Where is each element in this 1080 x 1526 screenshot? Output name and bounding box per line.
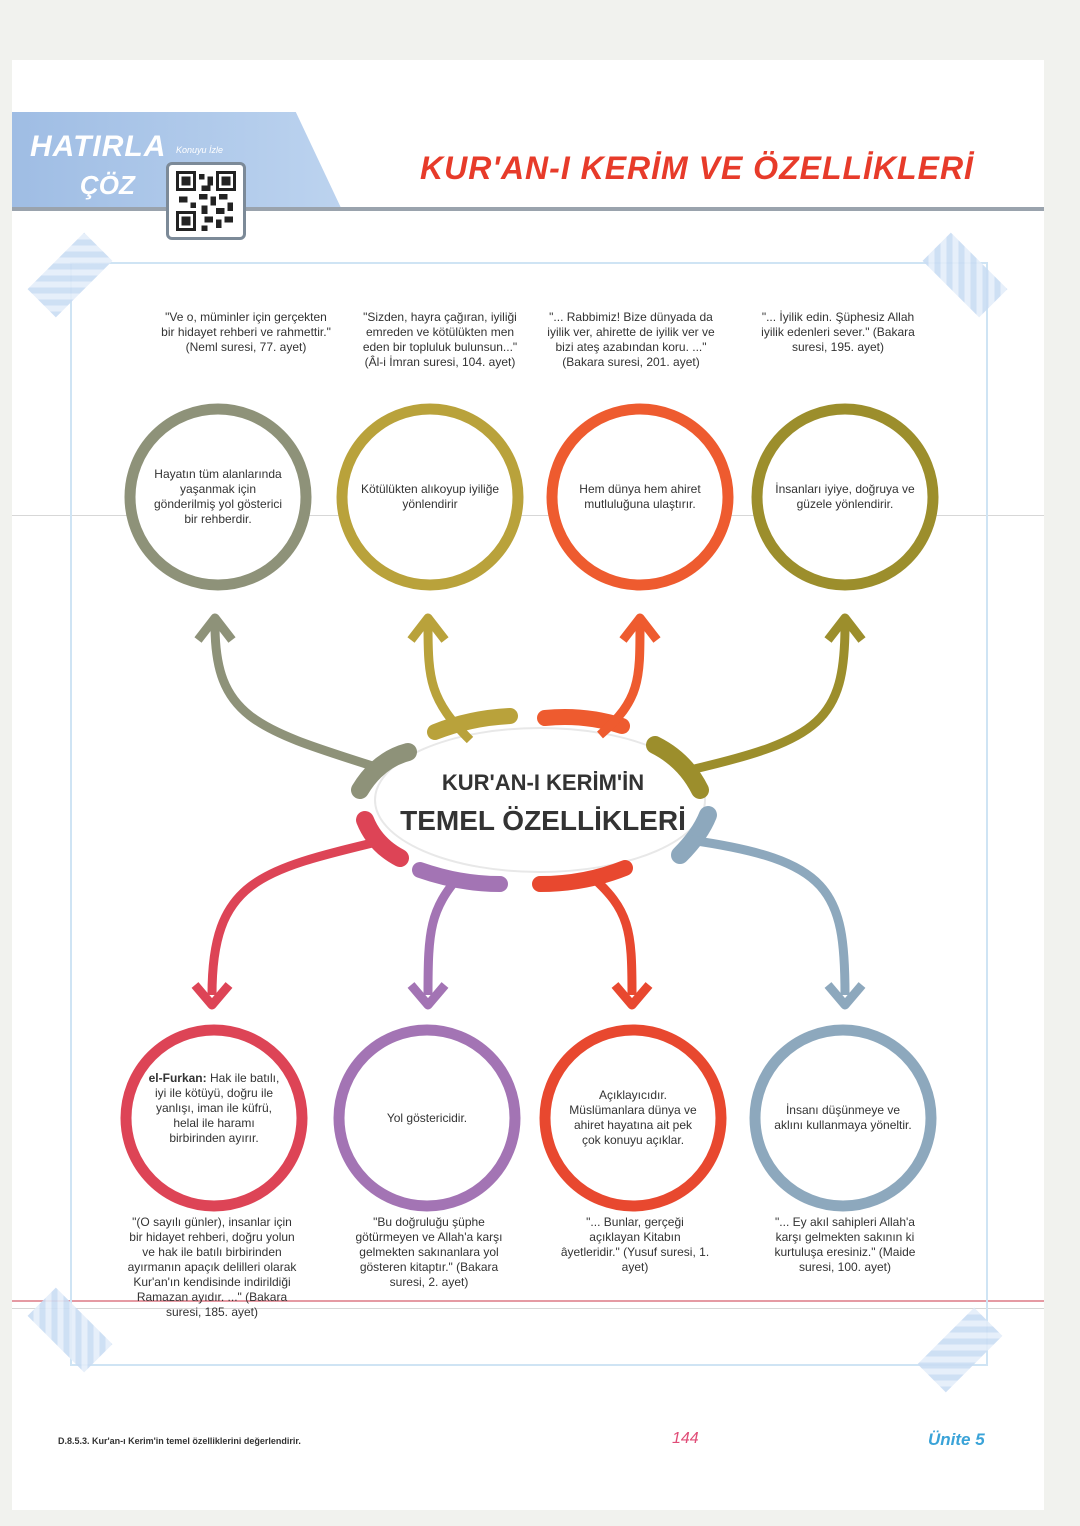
top-quote-3: "... Rabbimiz! Bize dünyada da iyilik ve… bbox=[547, 310, 715, 369]
qr-code-icon[interactable] bbox=[166, 162, 246, 240]
ring-top-2 bbox=[336, 403, 524, 591]
connector-7 bbox=[587, 871, 637, 996]
ring-bottom-2 bbox=[333, 1024, 521, 1212]
header-hatirla: HATIRLA bbox=[30, 130, 167, 163]
top-ring-text-4: İnsanları iyiye, doğruya ve güzele yönle… bbox=[775, 482, 915, 511]
page-number: 144 bbox=[672, 1430, 699, 1447]
connector-5 bbox=[207, 835, 387, 996]
arrowhead-2 bbox=[407, 613, 449, 643]
bottom-ring-text-3: Açıklayıcıdır. Müslümanlara dünya ve ahi… bbox=[569, 1088, 697, 1147]
arrowhead-1 bbox=[194, 613, 236, 643]
ring-bottom-4 bbox=[749, 1024, 937, 1212]
ring-bottom-3 bbox=[539, 1024, 727, 1212]
bottom-quote-1: "(O sayılı günler), insanlar için bir hi… bbox=[127, 1215, 297, 1319]
top-ring-text-1: Hayatın tüm alanlarında yaşanmak için gö… bbox=[153, 467, 283, 526]
red-rule bbox=[12, 1300, 1044, 1302]
header-coz: ÇÖZ bbox=[80, 170, 135, 200]
faint-rule bbox=[12, 515, 1044, 516]
connector-3 bbox=[597, 624, 645, 739]
bottom-ring-text-4: İnsanı düşünmeye ve aklını kullanmaya yö… bbox=[774, 1103, 912, 1132]
connector-2 bbox=[423, 624, 474, 744]
unit-label: Ünite 5 bbox=[928, 1430, 985, 1449]
footer-outcome-code: D.8.5.3. Kur'an-ı Kerim'in temel özellik… bbox=[58, 1436, 301, 1446]
center-arc-gold bbox=[427, 708, 518, 740]
ring-top-3 bbox=[546, 403, 734, 591]
center-arc-blue-grey bbox=[671, 806, 717, 864]
bottom-quote-3: "... Bunlar, gerçeği açıklayan Kitabın â… bbox=[560, 1215, 710, 1274]
arrowhead-6 bbox=[407, 982, 449, 1010]
center-ellipse bbox=[374, 727, 706, 873]
top-ring-text-3: Hem dünya hem ahiret mutluluğuna ulaştır… bbox=[579, 482, 701, 511]
center-arc-red-orange bbox=[532, 860, 633, 892]
arrowhead-4 bbox=[824, 613, 866, 643]
ring-bottom-1 bbox=[120, 1024, 308, 1212]
content-frame bbox=[70, 262, 988, 1366]
ring-top-1 bbox=[124, 403, 312, 591]
connector-4 bbox=[688, 624, 850, 775]
arrowhead-3 bbox=[619, 613, 661, 643]
bottom-quote-2: "Bu doğruluğu şüphe götürmeyen ve Allah'… bbox=[355, 1215, 503, 1289]
el-furkan-label: el-Furkan: bbox=[148, 1071, 207, 1085]
header-underline bbox=[12, 207, 1044, 211]
bottom-ring-text-1: el-Furkan: Hak ile batılı, iyi ile kötüy… bbox=[144, 1063, 284, 1173]
page-title: KUR'AN-I KERİM VE ÖZELLİKLERİ bbox=[420, 150, 974, 186]
center-title-line1: KUR'AN-I KERİM'İN bbox=[441, 770, 645, 795]
connector-8 bbox=[689, 835, 850, 996]
arrowhead-7 bbox=[611, 982, 653, 1010]
header-konuyu-izle: Konuyu İzle bbox=[176, 145, 224, 155]
top-quote-2: "Sizden, hayra çağıran, iyiliği emreden … bbox=[362, 310, 518, 369]
faint-rule bbox=[12, 1308, 1044, 1309]
top-ring-text-2: Kötülükten alıkoyup iyiliğe yönlendirir bbox=[360, 482, 500, 511]
arrowhead-5 bbox=[191, 982, 233, 1010]
arrowhead-8 bbox=[824, 982, 866, 1010]
center-arc-olive bbox=[646, 736, 709, 799]
center-title-line2: TEMEL ÖZELLİKLERİ bbox=[400, 805, 686, 836]
connector-1 bbox=[210, 624, 387, 775]
el-furkan-text: Hak ile batılı, iyi ile kötüyü, doğru il… bbox=[154, 1071, 280, 1145]
top-quote-4: "... İyilik edin. Şüphesiz Allah iyilik … bbox=[761, 310, 915, 354]
bottom-quote-4: "... Ey akıl sahipleri Allah'a karşı gel… bbox=[774, 1215, 916, 1274]
connector-6 bbox=[423, 872, 464, 996]
ring-top-4 bbox=[751, 403, 939, 591]
top-quote-1: "Ve o, müminler için gerçekten bir hiday… bbox=[161, 310, 331, 354]
bottom-ring-text-2: Yol göstericidir. bbox=[386, 1110, 468, 1125]
